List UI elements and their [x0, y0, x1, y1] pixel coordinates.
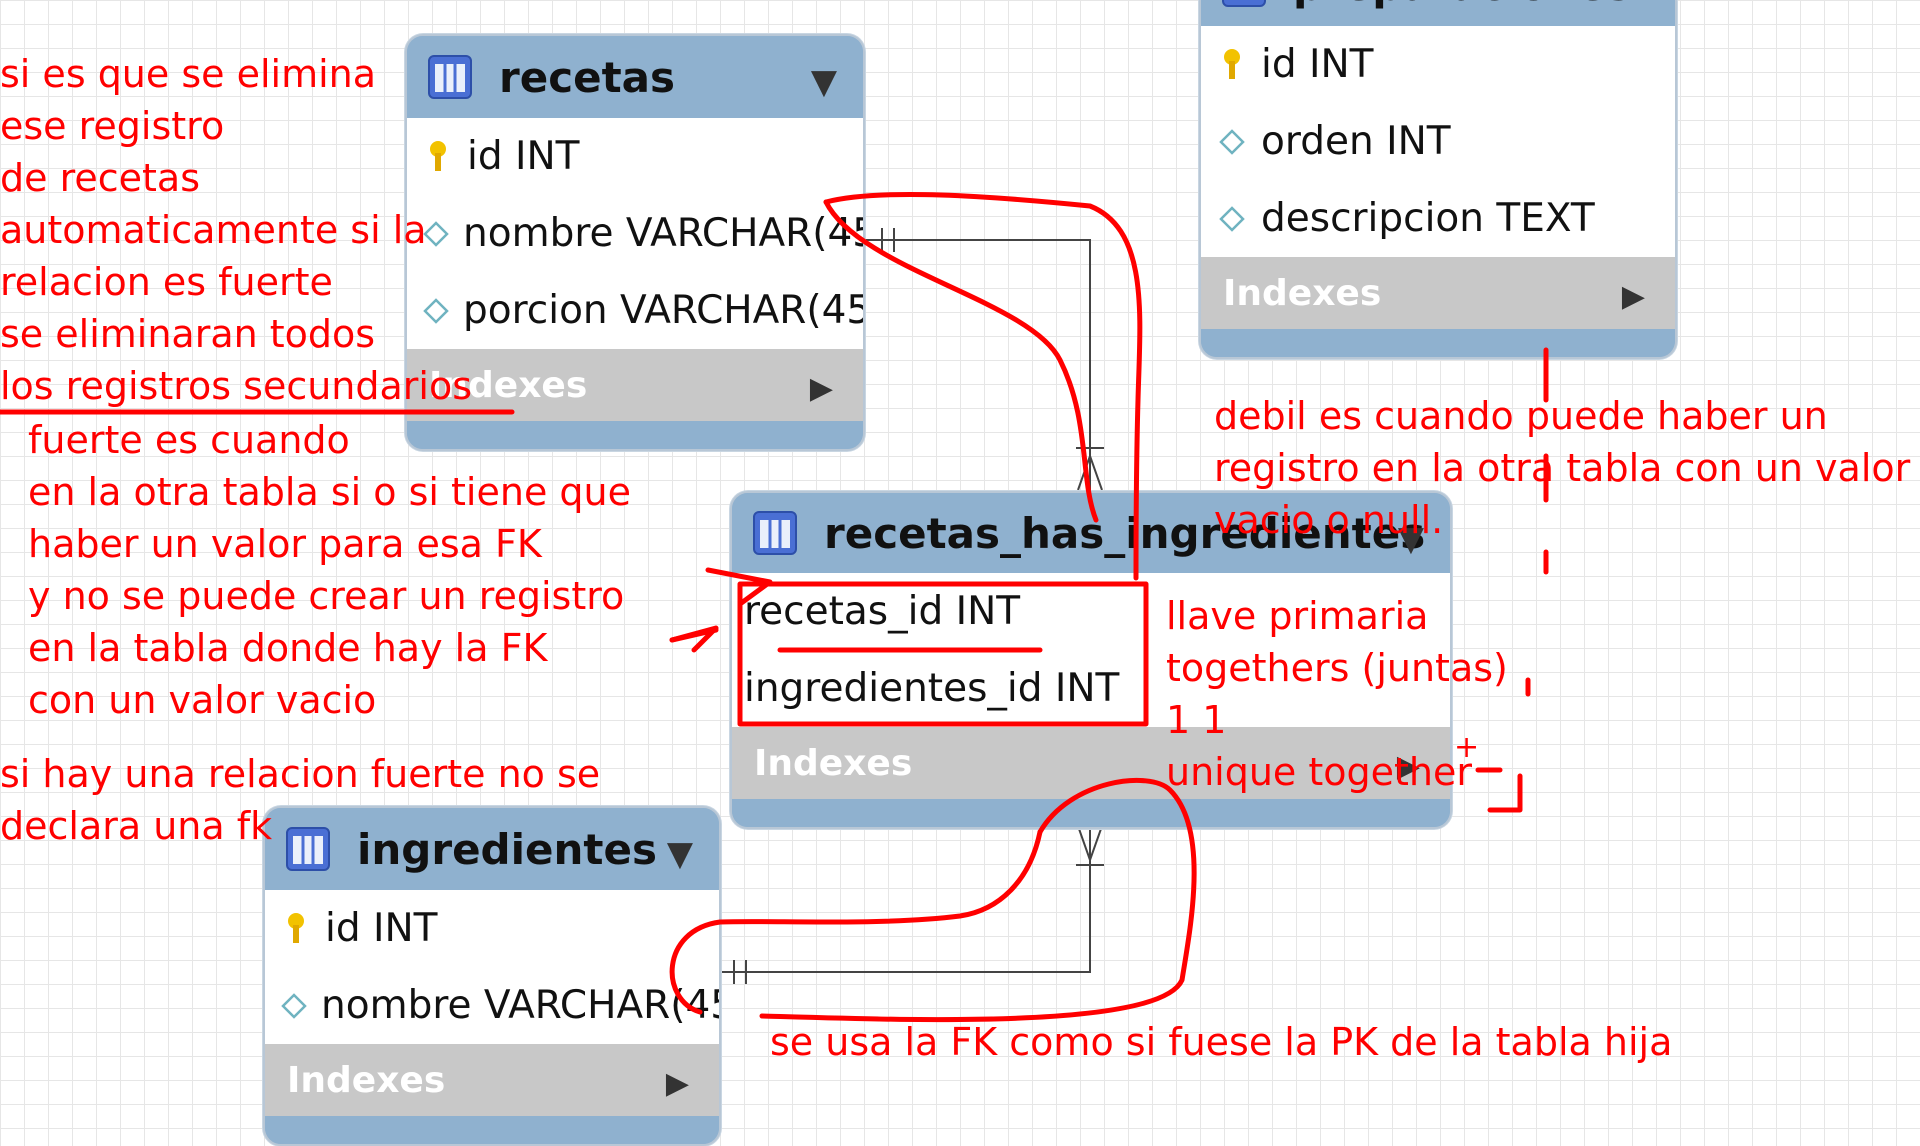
freehand-stroke: [759, 777, 1197, 1023]
table-header[interactable]: preparaciones: [1201, 0, 1675, 26]
corner-stroke: [1487, 773, 1523, 813]
expand-arrow-icon[interactable]: ▶: [1621, 279, 1645, 314]
table-title: ingredientes: [357, 824, 657, 874]
annotation-weak-relation: debil es cuando puede haber un registro …: [1214, 394, 1911, 542]
indexes-section[interactable]: Indexes ▶: [407, 349, 863, 421]
key-icon: [423, 140, 453, 173]
diamond-icon: [423, 220, 449, 247]
column-row[interactable]: nombre VARCHAR(45): [265, 967, 719, 1044]
composite-key-box: [737, 581, 1149, 727]
crow-foot-mark: [1077, 452, 1103, 491]
collapse-arrow-icon[interactable]: ▼: [666, 834, 693, 874]
diamond-icon: [281, 992, 307, 1019]
table-title: preparaciones: [1293, 0, 1631, 10]
column-name: nombre VARCHAR(45): [463, 211, 865, 256]
relationship-lines: [712, 228, 1104, 984]
plus-sign: +: [1454, 730, 1480, 765]
key-icon: [1217, 48, 1247, 81]
annotation-delete-cascade: si es que se elimina ese registro de rec…: [0, 52, 473, 408]
column-row[interactable]: descripcion TEXT: [1201, 180, 1675, 257]
arrow-stroke: [705, 567, 773, 607]
key-icon: [281, 912, 311, 945]
annotation-composite-key: llave primaria togethers (juntas) 1 1 un…: [1166, 594, 1508, 794]
red-pen-strokes: [0, 191, 1549, 1023]
column-name: id INT: [325, 906, 438, 951]
collapse-arrow-icon[interactable]: ▼: [1397, 519, 1424, 559]
freehand-stroke: [823, 191, 1143, 581]
recetas-relationship-line: [862, 239, 1091, 495]
indexes-label: Indexes: [429, 364, 588, 406]
indexes-label: Indexes: [1223, 272, 1382, 314]
column-name: nombre VARCHAR(45): [321, 983, 721, 1028]
table-icon: [753, 511, 797, 555]
column-name: ingredientes_id INT: [744, 666, 1120, 711]
table-preparaciones[interactable]: preparaciones id INT orden INT descripci…: [1199, 0, 1677, 359]
column-row[interactable]: nombre VARCHAR(45): [407, 195, 863, 272]
table-title: recetas: [499, 52, 675, 102]
table-recetas[interactable]: recetas ▼ id INT nombre VARCHAR(45) porc…: [405, 34, 865, 451]
diamond-icon: [1217, 128, 1247, 155]
annotation-strong-relation: fuerte es cuando en la otra tabla si o s…: [28, 418, 631, 722]
ingredientes-relationship-line: [712, 820, 1091, 973]
column-name: id INT: [1261, 42, 1374, 87]
crow-foot-mark: [1077, 825, 1103, 864]
column-row[interactable]: porcion VARCHAR(45): [407, 272, 863, 349]
freehand-stroke: [669, 829, 1043, 1015]
annotation-no-fk: si hay una relacion fuerte no se declara…: [0, 752, 601, 848]
column-name: id INT: [467, 134, 580, 179]
column-row[interactable]: recetas_id INT: [732, 573, 1450, 650]
annotation-fk-as-pk: se usa la FK como si fuese la PK de la t…: [770, 1020, 1673, 1064]
expand-arrow-icon[interactable]: ▶: [1396, 749, 1420, 784]
column-name: porcion VARCHAR(45): [463, 288, 865, 333]
freehand-stroke: [823, 199, 1099, 523]
column-row[interactable]: id INT: [1201, 26, 1675, 103]
column-name: recetas_id INT: [744, 589, 1021, 634]
column-row[interactable]: id INT: [265, 890, 719, 967]
table-icon: [428, 55, 472, 99]
indexes-section[interactable]: Indexes ▶: [1201, 257, 1675, 329]
table-icon: [286, 827, 330, 871]
diamond-icon: [423, 297, 449, 324]
table-title: recetas_has_ingredientes: [824, 508, 1426, 558]
expand-arrow-icon[interactable]: ▶: [809, 371, 833, 406]
column-row[interactable]: ingredientes_id INT: [732, 650, 1450, 727]
column-row[interactable]: orden INT: [1201, 103, 1675, 180]
column-name: descripcion TEXT: [1261, 196, 1595, 241]
arrow-stroke: [669, 627, 719, 643]
indexes-label: Indexes: [754, 742, 913, 784]
table-icon: [1222, 0, 1266, 7]
indexes-section[interactable]: Indexes ▶: [732, 727, 1450, 799]
table-header[interactable]: recetas ▼: [407, 36, 863, 118]
column-row[interactable]: id INT: [407, 118, 863, 195]
diamond-icon: [1217, 205, 1247, 232]
column-name: orden INT: [1261, 119, 1451, 164]
collapse-arrow-icon[interactable]: ▼: [810, 62, 837, 102]
table-header[interactable]: ingredientes ▼: [265, 808, 719, 890]
